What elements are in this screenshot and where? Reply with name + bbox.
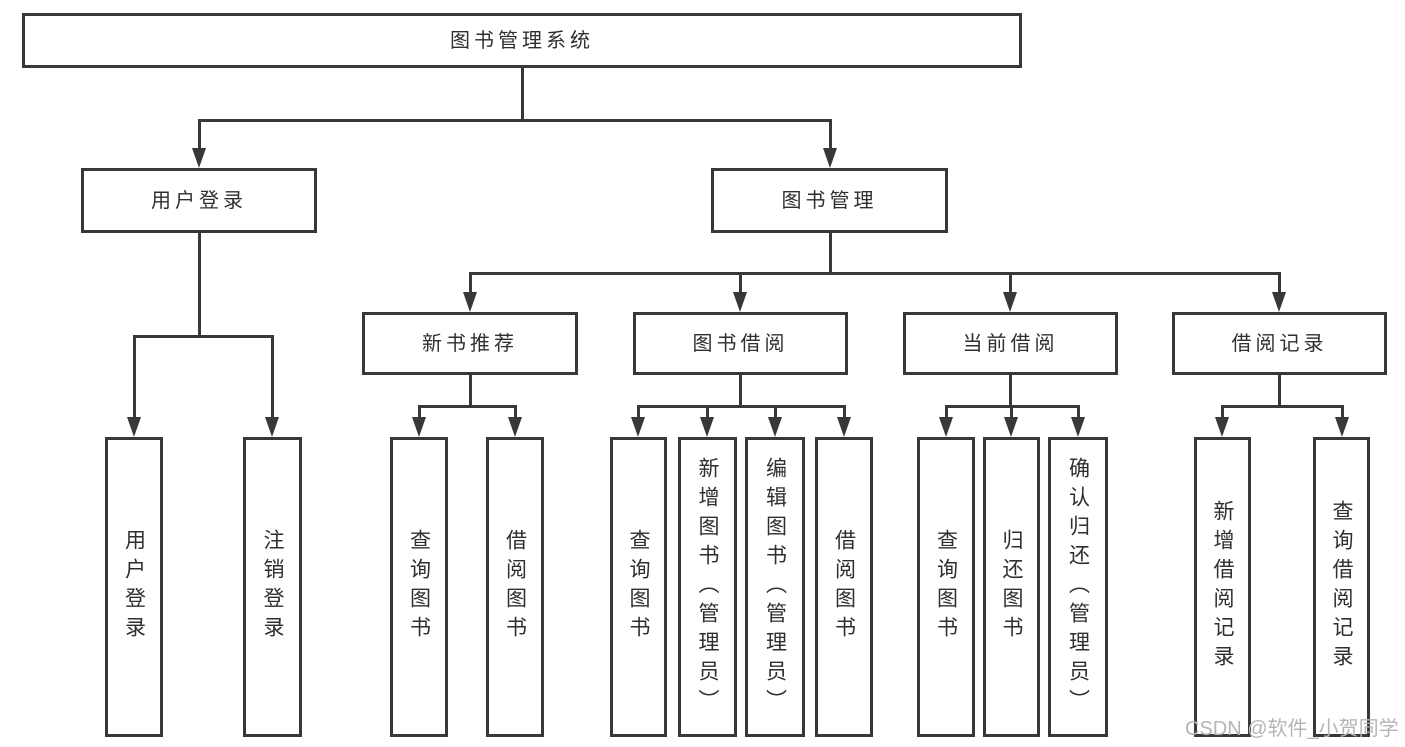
node-current-borrow: 当前借阅: [903, 312, 1118, 375]
leaf-current-confirm-return-admin: 确认归还（管理员）: [1048, 437, 1108, 737]
connector-root-split: [197, 118, 832, 122]
arrow-borrow-leaf1-icon: [631, 417, 645, 437]
leaf-records-add-record-label: 新增借阅记录: [1211, 500, 1234, 674]
connector-current-stem: [1008, 375, 1012, 408]
node-book-borrow: 图书借阅: [633, 312, 848, 375]
connector-borrow-leaf2-shaft: [705, 406, 709, 419]
arrow-records-leaf1-icon: [1215, 417, 1229, 437]
leaf-borrow-query-books-label: 查询图书: [627, 529, 650, 645]
leaf-records-query-record-label: 查询借阅记录: [1330, 500, 1353, 674]
arrow-to-user-login-icon: [192, 148, 206, 168]
connector-to-user-login-shaft: [197, 120, 201, 152]
leaf-records-add-record: 新增借阅记录: [1194, 437, 1251, 737]
arrow-leaf-logout-icon: [265, 417, 279, 437]
arrow-current-leaf3-icon: [1071, 417, 1085, 437]
connector-records-leaf2-shaft: [1340, 406, 1344, 419]
connector-book-management-stem: [828, 233, 832, 275]
leaf-current-return-books: 归还图书: [983, 437, 1040, 737]
leaf-current-confirm-return-admin-label: 确认归还（管理员）: [1066, 456, 1090, 718]
arrow-borrow-leaf2-icon: [700, 417, 714, 437]
leaf-borrow-edit-books-admin-label: 编辑图书（管理员）: [763, 456, 787, 718]
connector-recommend-split: [417, 404, 517, 408]
connector-records-stem: [1277, 375, 1281, 408]
leaf-logout-label: 注销登录: [261, 529, 284, 645]
leaf-borrow-edit-books-admin: 编辑图书（管理员）: [745, 437, 805, 737]
arrow-borrow-leaf4-icon: [837, 417, 851, 437]
node-borrow-records-label: 借阅记录: [1231, 332, 1328, 355]
leaf-borrow-add-books-admin: 新增图书（管理员）: [678, 437, 737, 737]
arrow-leaf-login-icon: [127, 417, 141, 437]
node-book-management: 图书管理: [711, 168, 948, 233]
leaf-user-login: 用户登录: [105, 437, 163, 737]
node-book-management-label: 图书管理: [781, 189, 878, 212]
connector-borrow-leaf1-shaft: [636, 406, 640, 419]
connector-recommend-leaf2-shaft: [513, 406, 517, 419]
connector-user-login-split: [132, 334, 274, 338]
leaf-user-login-label: 用户登录: [122, 529, 146, 645]
arrow-to-book-management-icon: [823, 148, 837, 168]
node-book-borrow-label: 图书借阅: [692, 332, 789, 355]
connector-to-recommend-shaft: [468, 273, 472, 294]
connector-borrow-stem: [738, 375, 742, 408]
leaf-recommend-query-books: 查询图书: [390, 437, 448, 737]
arrow-borrow-leaf3-icon: [768, 417, 782, 437]
leaf-borrow-borrow-books: 借阅图书: [815, 437, 873, 737]
arrow-to-records-icon: [1272, 292, 1286, 312]
arrow-to-recommend-icon: [463, 292, 477, 312]
leaf-logout: 注销登录: [243, 437, 302, 737]
node-borrow-records: 借阅记录: [1172, 312, 1387, 375]
connector-records-split: [1220, 404, 1344, 408]
node-library-system: 图书管理系统: [22, 13, 1022, 68]
leaf-recommend-query-books-label: 查询图书: [407, 529, 431, 645]
connector-book-management-split: [468, 271, 1281, 275]
arrow-current-leaf2-icon: [1004, 417, 1018, 437]
leaf-recommend-borrow-books-label: 借阅图书: [503, 529, 527, 645]
node-user-login-label: 用户登录: [151, 189, 247, 212]
leaf-current-query-books: 查询图书: [917, 437, 975, 737]
connector-borrow-leaf3-shaft: [773, 406, 777, 419]
connector-current-leaf3-shaft: [1076, 406, 1080, 419]
connector-recommend-stem: [468, 375, 472, 408]
connector-leaf-login-shaft: [132, 336, 136, 419]
leaf-recommend-borrow-books: 借阅图书: [486, 437, 544, 737]
leaf-records-query-record: 查询借阅记录: [1313, 437, 1370, 737]
connector-records-leaf1-shaft: [1220, 406, 1224, 419]
arrow-to-borrow-icon: [733, 292, 747, 312]
csdn-watermark: CSDN @软件_小贺同学: [1185, 718, 1399, 740]
leaf-borrow-add-books-admin-label: 新增图书（管理员）: [696, 456, 719, 718]
node-new-book-recommend: 新书推荐: [362, 312, 578, 375]
arrow-recommend-leaf2-icon: [508, 417, 522, 437]
node-library-system-label: 图书管理系统: [450, 29, 594, 52]
connector-to-book-management-shaft: [828, 120, 832, 152]
arrow-current-leaf1-icon: [939, 417, 953, 437]
leaf-current-query-books-label: 查询图书: [934, 529, 958, 645]
connector-to-current-shaft: [1008, 273, 1012, 294]
connector-leaf-logout-shaft: [270, 336, 274, 419]
leaf-borrow-borrow-books-label: 借阅图书: [832, 529, 856, 645]
connector-current-leaf2-shaft: [1009, 406, 1013, 419]
connector-to-borrow-shaft: [738, 273, 742, 294]
node-user-login: 用户登录: [81, 168, 317, 233]
connector-user-login-stem: [197, 233, 201, 338]
connector-borrow-split: [636, 404, 846, 408]
connector-current-leaf1-shaft: [944, 406, 948, 419]
leaf-current-return-books-label: 归还图书: [1000, 529, 1023, 645]
connector-borrow-leaf4-shaft: [842, 406, 846, 419]
node-current-borrow-label: 当前借阅: [962, 332, 1059, 355]
connector-root-stem: [520, 68, 524, 122]
arrow-recommend-leaf1-icon: [412, 417, 426, 437]
connector-recommend-leaf1-shaft: [417, 406, 421, 419]
arrow-to-current-icon: [1003, 292, 1017, 312]
connector-to-records-shaft: [1277, 273, 1281, 294]
arrow-records-leaf2-icon: [1335, 417, 1349, 437]
node-new-book-recommend-label: 新书推荐: [422, 332, 518, 355]
leaf-borrow-query-books: 查询图书: [610, 437, 667, 737]
